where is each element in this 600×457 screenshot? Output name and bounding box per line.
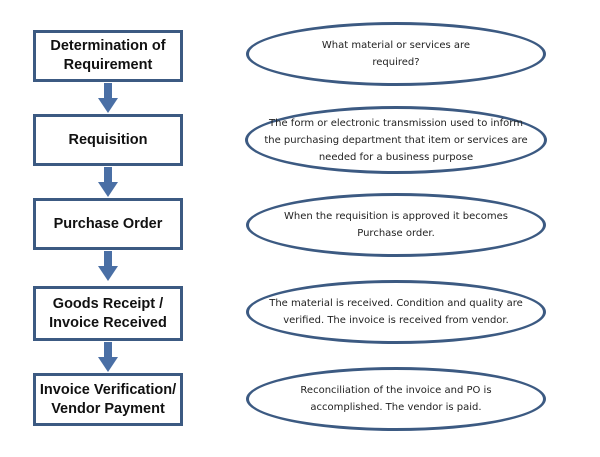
step-title: Requisition bbox=[68, 131, 148, 148]
step-box-goods-receipt: Goods Receipt / Invoice Received bbox=[33, 286, 183, 341]
down-arrow-icon bbox=[98, 167, 118, 197]
step-description-ellipse-invoice-verification: Reconciliation of the invoice and PO is … bbox=[246, 367, 546, 431]
step-description-ellipse-goods-receipt: The material is received. Condition and … bbox=[246, 280, 546, 344]
step-description-ellipse-purchase-order: When the requisition is approved it beco… bbox=[246, 193, 546, 257]
down-arrow-icon bbox=[98, 342, 118, 372]
step-description: The material is received. Condition and … bbox=[269, 298, 523, 326]
step-description-ellipse-requisition: The form or electronic transmission used… bbox=[245, 106, 547, 174]
step-box-invoice-verification: Invoice Verification/ Vendor Payment bbox=[33, 373, 183, 426]
step-description: The form or electronic transmission used… bbox=[264, 117, 528, 163]
down-arrow-icon bbox=[98, 83, 118, 113]
step-title: Purchase Order bbox=[53, 215, 163, 232]
step-title: Invoice Verification/ Vendor Payment bbox=[39, 381, 177, 417]
step-description: What material or services are required? bbox=[321, 40, 471, 68]
down-arrow-icon bbox=[98, 251, 118, 281]
step-description-ellipse-determination-of-requirement: What material or services are required? bbox=[246, 22, 546, 86]
step-box-purchase-order: Purchase Order bbox=[33, 198, 183, 250]
step-title: Determination of Requirement bbox=[50, 38, 166, 73]
step-title: Goods Receipt / Invoice Received bbox=[49, 295, 167, 331]
step-description: Reconciliation of the invoice and PO is … bbox=[300, 385, 492, 413]
step-box-determination-of-requirement: Determination of Requirement bbox=[33, 30, 183, 82]
step-description: When the requisition is approved it beco… bbox=[283, 211, 508, 239]
step-box-requisition: Requisition bbox=[33, 114, 183, 166]
